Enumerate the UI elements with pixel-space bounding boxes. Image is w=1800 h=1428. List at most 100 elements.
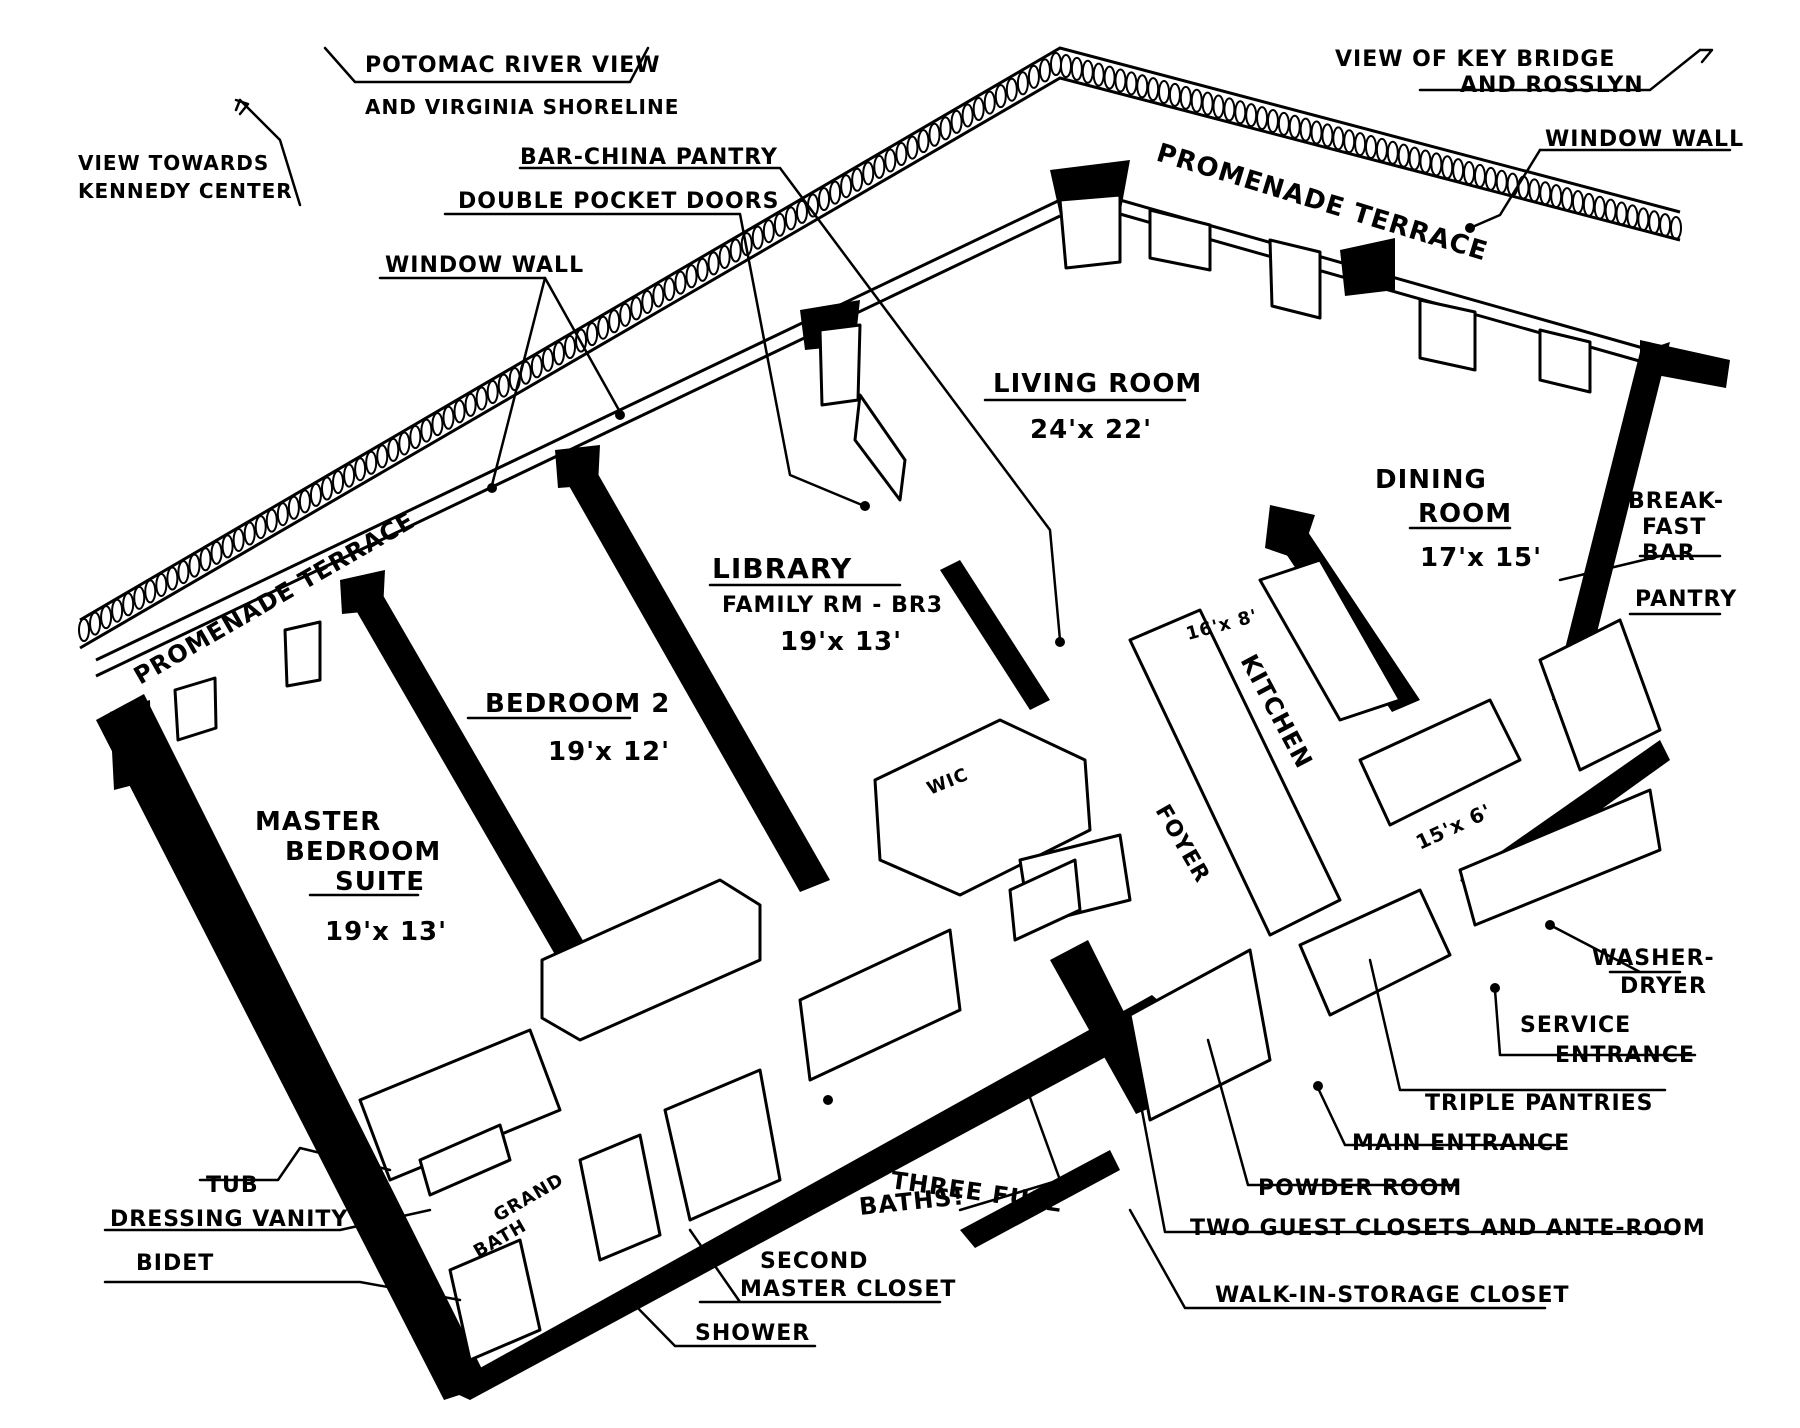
second-master-closet-label-line2: MASTER CLOSET: [740, 1277, 956, 1302]
rail-baluster: [619, 302, 632, 327]
rail-baluster: [862, 161, 875, 186]
rail-baluster: [1321, 123, 1334, 148]
bidet-label: BIDET: [136, 1251, 214, 1276]
rail-baluster: [1452, 158, 1465, 183]
rail-baluster: [1626, 204, 1639, 229]
rail-baluster: [1408, 146, 1421, 171]
rail-baluster: [387, 437, 400, 462]
rail-baluster: [442, 405, 455, 430]
rail-baluster: [1168, 82, 1181, 107]
foyer-label: FOYER: [1150, 801, 1215, 888]
tub-label: TUB: [206, 1173, 259, 1198]
walk-in-storage-label: WALK-IN-STORAGE CLOSET: [1215, 1283, 1570, 1308]
service-entrance-label-line1: SERVICE: [1520, 1013, 1631, 1038]
key-bridge-label-line2: AND ROSSLYN: [1460, 73, 1644, 98]
rail-baluster: [1539, 181, 1552, 206]
rail-baluster: [265, 508, 278, 533]
rail-baluster: [564, 335, 576, 359]
rail-baluster: [398, 431, 411, 456]
rail-baluster: [343, 463, 356, 488]
rail-baluster: [497, 373, 510, 398]
rail-baluster: [1125, 71, 1138, 96]
rail-baluster: [795, 199, 808, 224]
washer-dryer-label-line1: WASHER-: [1592, 946, 1715, 971]
rail-baluster: [674, 270, 687, 295]
rail-baluster: [254, 515, 267, 540]
rail-baluster: [78, 618, 90, 642]
rail-baluster: [243, 521, 256, 546]
rail-baluster: [1147, 77, 1160, 102]
rail-baluster: [895, 142, 908, 167]
pointer-dots: [487, 223, 1555, 1105]
rail-baluster: [210, 540, 223, 565]
rail-baluster: [1615, 201, 1628, 226]
rail-baluster: [464, 392, 477, 417]
master-suite-label-line3: SUITE: [335, 867, 425, 897]
rail-baluster: [586, 322, 599, 347]
rail-baluster: [1027, 64, 1040, 89]
rail-baluster: [287, 495, 300, 520]
rail-baluster: [1038, 58, 1051, 83]
rail-baluster: [939, 116, 952, 141]
rail-baluster: [851, 167, 864, 192]
rail-baluster: [133, 585, 146, 610]
rail-baluster: [972, 97, 985, 122]
rail-baluster: [420, 418, 433, 443]
master-suite-label-line2: BEDROOM: [285, 837, 441, 867]
rail-baluster: [1070, 56, 1083, 81]
rail-baluster: [321, 476, 333, 501]
rail-baluster: [276, 502, 289, 527]
potomac-view-label-line2: AND VIRGINIA SHORELINE: [365, 95, 679, 119]
rail-baluster: [906, 135, 919, 160]
rail-baluster: [1158, 80, 1171, 105]
bedroom-2-dimensions: 19'x 12': [548, 737, 670, 767]
rail-baluster: [409, 425, 422, 450]
rail-baluster: [1016, 71, 1029, 96]
rail-baluster: [144, 579, 157, 604]
rail-baluster: [431, 412, 444, 437]
kennedy-view-label-line2: KENNEDY CENTER: [78, 179, 293, 203]
rail-baluster: [365, 450, 378, 475]
rail-baluster: [608, 309, 621, 334]
rail-baluster: [597, 315, 610, 340]
rail-baluster: [155, 572, 168, 597]
library-subtitle: FAMILY RM - BR3: [722, 593, 943, 618]
rail-baluster: [1136, 74, 1149, 99]
rail-baluster: [1245, 103, 1258, 128]
rail-baluster: [818, 187, 831, 212]
rail-baluster: [1190, 88, 1203, 113]
rail-baluster: [784, 206, 797, 231]
rail-baluster: [1092, 62, 1105, 87]
rail-baluster: [1179, 85, 1192, 110]
rail-baluster: [707, 251, 720, 276]
rail-baluster: [751, 225, 764, 250]
rail-baluster: [1648, 210, 1661, 235]
leader-lines: [103, 46, 1732, 1348]
rail-baluster: [1201, 91, 1214, 116]
three-full-baths-label-line2: BATHS!: [858, 1182, 966, 1221]
rail-baluster: [1397, 143, 1410, 168]
rail-baluster: [1571, 189, 1584, 214]
rail-baluster: [1473, 163, 1486, 188]
powder-room-label: POWDER ROOM: [1258, 1176, 1462, 1201]
rail-baluster: [530, 354, 543, 379]
rail-baluster: [652, 283, 665, 308]
rail-baluster: [961, 103, 974, 128]
rail-baluster: [1582, 192, 1595, 217]
rail-baluster: [122, 592, 135, 617]
living-room-dimensions: 24'x 22': [1030, 415, 1152, 445]
rail-baluster: [1593, 195, 1606, 220]
master-suite-dimensions: 19'x 13': [325, 917, 447, 947]
rail-baluster: [630, 296, 643, 321]
rail-baluster: [475, 386, 488, 411]
rail-baluster: [762, 219, 775, 244]
rail-baluster: [928, 122, 941, 147]
rail-baluster: [1299, 117, 1312, 142]
rail-baluster: [166, 566, 179, 591]
rail-baluster: [1463, 161, 1476, 186]
bedroom-2-label: BEDROOM 2: [485, 689, 670, 719]
rail-baluster: [873, 154, 886, 179]
dining-room-dimensions: 17'x 15': [1420, 543, 1542, 573]
rail-baluster: [1103, 65, 1116, 90]
